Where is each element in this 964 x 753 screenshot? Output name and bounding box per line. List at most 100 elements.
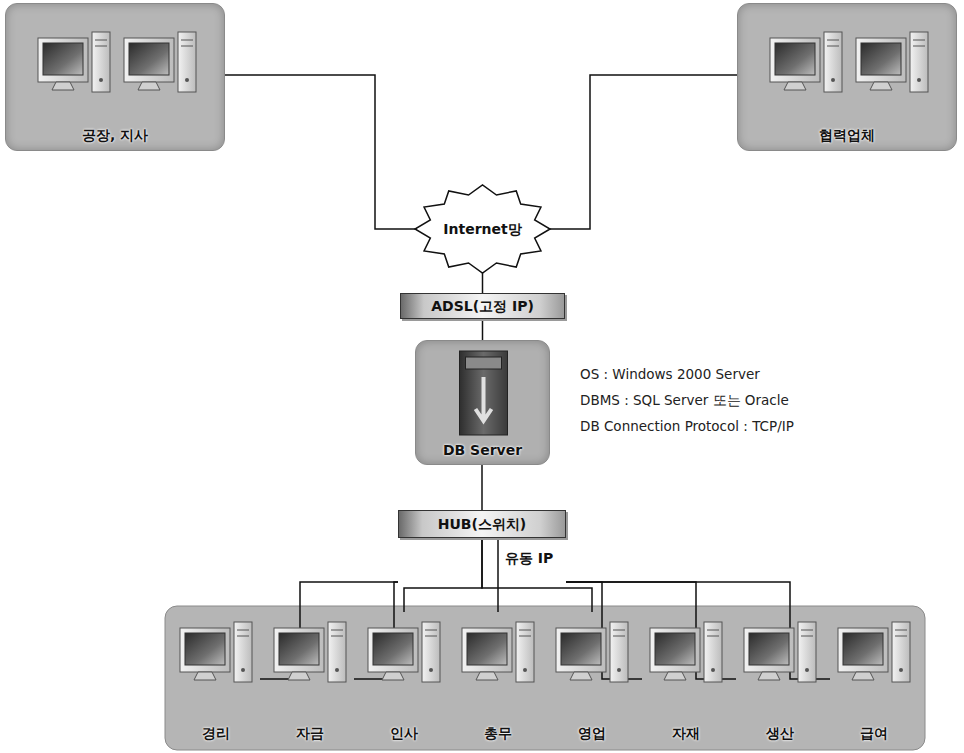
computer-icon — [770, 32, 842, 92]
drive-slot — [707, 636, 719, 637]
power-button — [899, 668, 903, 672]
drive-slot — [827, 40, 839, 41]
node-label: 생산 — [766, 725, 794, 742]
monitor-stand — [570, 672, 592, 680]
monitor-screen — [775, 43, 815, 75]
node-label: 자금 — [296, 725, 324, 742]
monitor-stand — [52, 82, 74, 90]
monitor — [556, 628, 606, 672]
monitor-screen — [185, 633, 225, 665]
internet-cloud: Internet망 — [415, 185, 550, 273]
cloud-outline — [415, 185, 550, 273]
power-button — [185, 78, 189, 82]
node-label: ADSL(고정 IP) — [431, 298, 534, 315]
computer-icon — [274, 622, 346, 682]
node-label: 총무 — [484, 725, 512, 742]
monitor — [838, 628, 888, 672]
monitor-screen — [561, 633, 601, 665]
monitor-screen — [129, 43, 169, 75]
drive-slot — [181, 46, 193, 47]
pc-tower — [234, 622, 252, 682]
network-link — [482, 319, 484, 340]
node-label: 자재 — [672, 725, 700, 742]
node-label: 공장, 지사 — [82, 127, 148, 144]
client-pc: 인사 — [360, 612, 448, 746]
power-button — [99, 78, 103, 82]
drive-slot — [895, 630, 907, 631]
power-button — [805, 668, 809, 672]
computer-icon — [368, 622, 440, 682]
computer-icon — [180, 622, 252, 682]
node-label: DB Server — [443, 442, 522, 459]
drive-slot — [801, 630, 813, 631]
client-pc: 총무 — [454, 612, 542, 746]
monitor — [274, 628, 324, 672]
monitor-stand — [382, 672, 404, 680]
network-link — [550, 75, 737, 229]
drive-slot — [519, 630, 531, 631]
monitor-screen — [467, 633, 507, 665]
server-box: DB Server — [415, 340, 550, 465]
monitor — [124, 38, 174, 82]
monitor — [462, 628, 512, 672]
drive-slot — [237, 630, 249, 631]
pc-tower — [704, 622, 722, 682]
pc-tower — [178, 32, 196, 92]
server-drive — [466, 357, 502, 369]
node-label: 경리 — [202, 725, 230, 742]
computer-icon — [124, 32, 196, 92]
monitor-screen — [43, 43, 83, 75]
monitor — [856, 38, 906, 82]
pc-tower — [824, 32, 842, 92]
power-button — [831, 78, 835, 82]
monitor-screen — [749, 633, 789, 665]
client-pc: 영업 — [548, 612, 636, 746]
monitor — [38, 38, 88, 82]
monitor-screen — [843, 633, 883, 665]
computer-icon — [838, 622, 910, 682]
client-pc: 자금 — [266, 612, 354, 746]
monitor-screen — [373, 633, 413, 665]
monitor-screen — [655, 633, 695, 665]
pc-tower — [516, 622, 534, 682]
computer-icon — [744, 622, 816, 682]
power-button — [711, 668, 715, 672]
client-pc: 자재 — [642, 612, 730, 746]
drive-slot — [425, 630, 437, 631]
power-button — [429, 668, 433, 672]
pc-tower — [910, 32, 928, 92]
drive-slot — [331, 630, 343, 631]
node-label: 영업 — [578, 725, 606, 742]
network-device-box: ADSL(고정 IP) — [400, 293, 565, 319]
server-spec: OS : Windows 2000 Server — [580, 366, 760, 382]
drive-slot — [237, 636, 249, 637]
power-button — [617, 668, 621, 672]
node-label: 급여 — [860, 725, 888, 742]
drive-slot — [895, 636, 907, 637]
monitor — [650, 628, 700, 672]
pc-tower — [798, 622, 816, 682]
monitor-stand — [784, 82, 806, 90]
client-pc: 경리 — [172, 612, 260, 746]
computer-icon — [556, 622, 628, 682]
drive-slot — [519, 636, 531, 637]
server-highlight — [476, 377, 492, 421]
computer-icon — [38, 32, 110, 92]
drive-slot — [827, 46, 839, 47]
drive-slot — [95, 40, 107, 41]
network-link — [482, 273, 484, 293]
ip-note: 유동 IP — [505, 550, 553, 567]
monitor-stand — [138, 82, 160, 90]
monitor-screen — [279, 633, 319, 665]
monitor — [770, 38, 820, 82]
pc-tower — [92, 32, 110, 92]
drive-slot — [331, 636, 343, 637]
drive-slot — [801, 636, 813, 637]
server-spec: DB Connection Protocol : TCP/IP — [580, 418, 794, 434]
monitor-screen — [861, 43, 901, 75]
computer-icon — [856, 32, 928, 92]
monitor — [368, 628, 418, 672]
monitor-stand — [870, 82, 892, 90]
drive-slot — [425, 636, 437, 637]
